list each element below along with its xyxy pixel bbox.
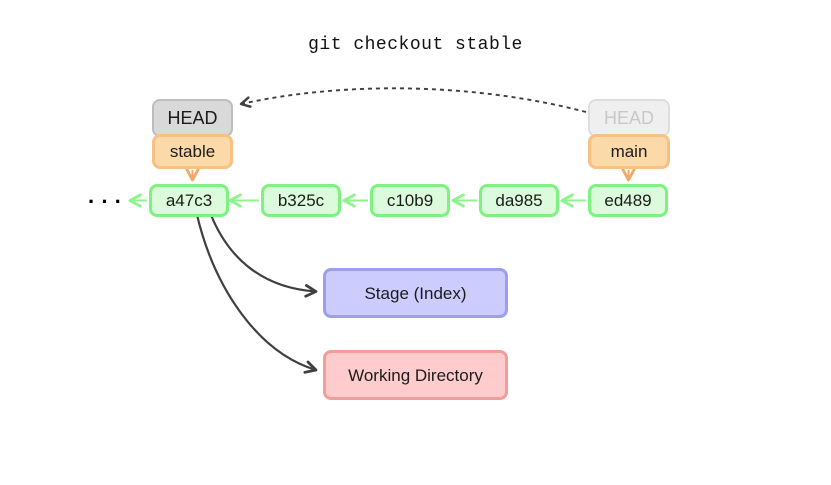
head-move-dashed-arrow xyxy=(239,87,587,113)
commit-box-ed489: ed489 xyxy=(588,184,668,217)
checkout-to-workdir-arrow xyxy=(195,214,318,374)
head-box-previous: HEAD xyxy=(588,99,670,137)
command-title: git checkout stable xyxy=(308,35,523,55)
history-ellipsis: ··· xyxy=(88,189,128,214)
commit-box-da985: da985 xyxy=(479,184,559,217)
commit-box-b325c: b325c xyxy=(261,184,341,217)
commit-box-c10b9: c10b9 xyxy=(370,184,450,217)
working-directory-box: Working Directory xyxy=(323,350,508,400)
branch-label-stable: stable xyxy=(152,134,233,169)
branch-label-main: main xyxy=(588,134,670,169)
head-box-current: HEAD xyxy=(152,99,233,137)
commit-box-a47c3: a47c3 xyxy=(149,184,229,217)
stage-index-box: Stage (Index) xyxy=(323,268,508,318)
checkout-to-stage-arrow xyxy=(209,214,318,298)
